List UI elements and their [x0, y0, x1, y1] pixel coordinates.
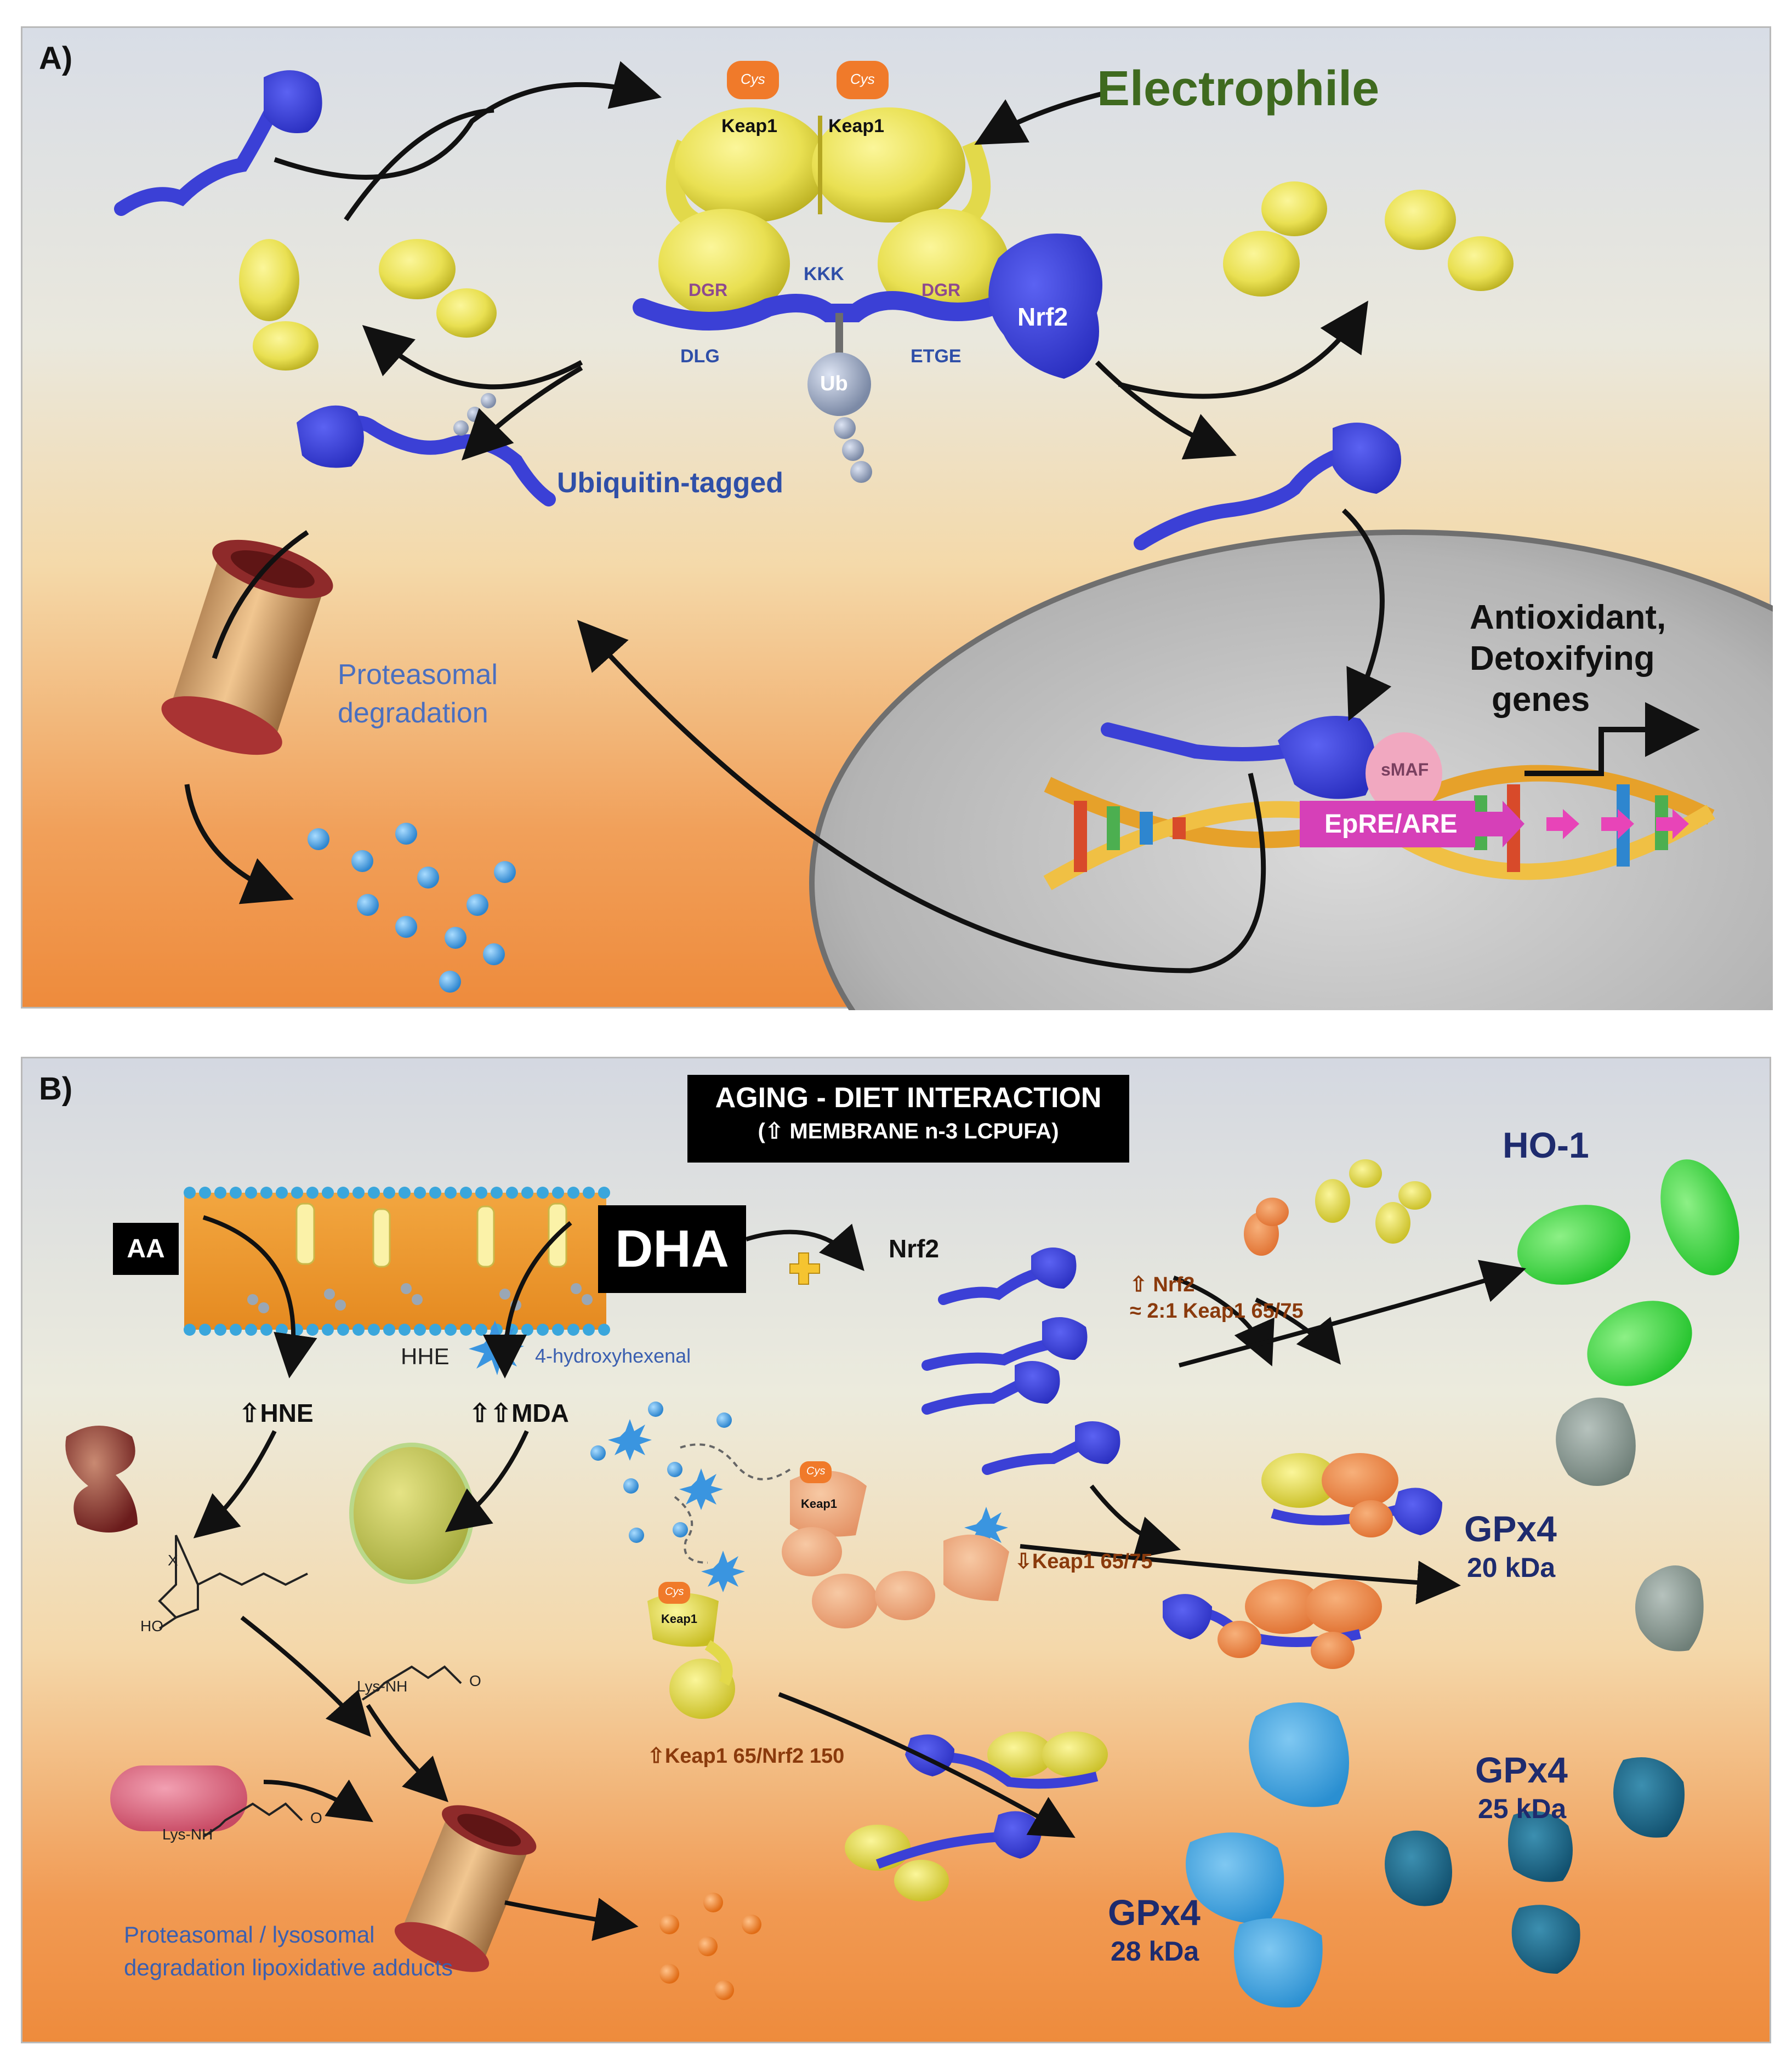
- hne-label: ⇧HNE: [239, 1399, 314, 1427]
- gpx4-25-kda-label: 25 kDa: [1478, 1793, 1567, 1824]
- chemical-structures: [158, 1535, 462, 1838]
- hydroxyhexenal-label: 4-hydroxyhexenal: [535, 1345, 691, 1367]
- gpx4-20-label: GPx4: [1464, 1508, 1557, 1549]
- keap1-right-label: Keap1: [828, 116, 885, 136]
- nrf2-molecules-b: [921, 1248, 1120, 1475]
- gpx4-28-label: GPx4: [1108, 1892, 1201, 1933]
- transcription-arrow: [1524, 702, 1700, 776]
- ho-label: HO: [140, 1617, 163, 1634]
- peptide-fragments-b: [659, 1893, 761, 2000]
- epre-are-label: EpRE/ARE: [1324, 810, 1458, 839]
- nrf2-on-dna: [1101, 716, 1442, 814]
- small-arrow-3: [1656, 809, 1689, 839]
- ho1-proteins: [1517, 1159, 1739, 1386]
- diffusion-paths: [674, 1443, 791, 1564]
- ubiquitin-tagged-nrf2: [297, 393, 556, 506]
- keap1-monomers-left: [239, 239, 497, 371]
- epre-are-box: [1300, 801, 1475, 847]
- flow-arrows-b: [193, 1215, 1527, 1941]
- mda-label: ⇧⇧MDA: [469, 1399, 569, 1427]
- x-label: X: [168, 1552, 178, 1569]
- panel-a-artwork: [114, 61, 1773, 1010]
- aging-diet-title: AGING - DIET INTERACTION: [715, 1082, 1102, 1114]
- small-arrow-2: [1601, 809, 1634, 839]
- genes-label-1: Antioxidant,: [1470, 599, 1666, 636]
- gpx4-28-proteins: [1186, 1702, 1349, 2008]
- keap1-peach-label: Keap1: [801, 1497, 838, 1511]
- cycle-arrows-a: [184, 61, 1392, 973]
- keap1-ratio-label: ≈ 2:1 Keap1 65/75: [1130, 1300, 1304, 1323]
- panel-a: A) Electrophile Keap1 Keap1 Cys Cys DGR …: [21, 26, 1773, 1010]
- plus-sign: [789, 1252, 820, 1285]
- smaf-label: sMAF: [1381, 760, 1429, 779]
- etge-label: ETGE: [911, 346, 962, 367]
- free-nrf2-right: [1134, 423, 1401, 550]
- gpx4-20-proteins: [1556, 1397, 1704, 1651]
- dgr-right-label: DGR: [921, 280, 961, 300]
- cys-yellow-label: Cys: [665, 1586, 684, 1598]
- panel-b: B) AGING - DIET INTERACTION (⇧ MEMBRANE …: [21, 1057, 1771, 2043]
- ub-label: Ub: [820, 372, 848, 395]
- panel-a-label: A): [39, 41, 73, 76]
- cys-left-label: Cys: [741, 71, 765, 87]
- panel-b-label: B): [39, 1071, 73, 1107]
- nrf2-complex-label: Nrf2: [1017, 303, 1068, 331]
- hhe-label: HHE: [401, 1343, 450, 1369]
- degradation-label-2: degradation lipoxidative adducts: [124, 1955, 453, 1980]
- peptide-fragments-a: [308, 823, 516, 993]
- cys-right-label: Cys: [850, 71, 875, 87]
- keap1-yellow: [647, 1582, 735, 1719]
- gpx4-25-proteins: [1385, 1757, 1685, 1974]
- cys-peach-label: Cys: [806, 1465, 826, 1477]
- ubiquitin-tagged-label: Ubiquitin-tagged: [557, 467, 784, 499]
- keap1-down-label: ⇩Keap1 65/75: [1015, 1550, 1153, 1573]
- degradation-label-1: Proteasomal / lysosomal: [124, 1922, 375, 1947]
- keap1-peach: [782, 1461, 1009, 1628]
- keap1-monomers-right: [1223, 181, 1514, 297]
- lys-nh-label-1: Lys-NH: [357, 1678, 408, 1695]
- keap1-monomers-b: [1244, 1159, 1431, 1256]
- panel-b-artwork: [65, 1159, 1739, 2008]
- ho1-label: HO-1: [1503, 1125, 1589, 1165]
- lys-nh-label-2: Lys-NH: [162, 1826, 213, 1843]
- genes-label-2: Detoxifying: [1470, 640, 1655, 677]
- o-label-1: O: [469, 1672, 481, 1689]
- aa-box: AA: [113, 1223, 179, 1275]
- nrf2-complex: [633, 233, 1102, 483]
- adduct-proteins: [65, 1426, 474, 1831]
- proteasomal-label-2: degradation: [338, 697, 488, 729]
- proteasome-b: [394, 1805, 537, 1972]
- kkk-label: KKK: [804, 264, 844, 284]
- dlg-label: DLG: [680, 346, 720, 367]
- electrophile-label: Electrophile: [1097, 61, 1380, 116]
- o-label-2: O: [310, 1809, 322, 1826]
- proteasome-a: [161, 539, 333, 755]
- keap1-dimer: [658, 61, 1009, 318]
- nrf2-up-label: ⇧ Nrf2: [1130, 1273, 1195, 1296]
- keap1-nrf2-ratio-label: ⇧Keap1 65/Nrf2 150: [647, 1745, 845, 1768]
- keap1-left-label: Keap1: [721, 116, 778, 136]
- genes-label-3: genes: [1492, 681, 1590, 719]
- gpx4-20-kda-label: 20 kDa: [1467, 1552, 1556, 1583]
- aging-diet-title-box: AGING - DIET INTERACTION (⇧ MEMBRANE n-3…: [687, 1075, 1129, 1163]
- free-nrf2-top-left: [114, 70, 322, 216]
- lipid-membrane: [184, 1187, 610, 1336]
- keap1-yellow-label: Keap1: [661, 1612, 698, 1626]
- aging-diet-subtitle: (⇧ MEMBRANE n-3 LCPUFA): [758, 1119, 1059, 1143]
- gpx4-28-kda-label: 28 kDa: [1111, 1936, 1199, 1967]
- epre-arrow: [1475, 801, 1524, 847]
- gpx4-25-label: GPx4: [1475, 1750, 1568, 1790]
- dha-box: DHA: [598, 1205, 746, 1293]
- nrf2-label-b: Nrf2: [889, 1234, 940, 1263]
- keap1-nrf2-complex-mid: [1163, 1453, 1442, 1669]
- keap1-nrf2-complex-bottom: [845, 1731, 1108, 1901]
- proteasomal-label-1: Proteasomal: [338, 659, 498, 691]
- dgr-left-label: DGR: [689, 280, 728, 300]
- small-arrow-1: [1546, 809, 1579, 839]
